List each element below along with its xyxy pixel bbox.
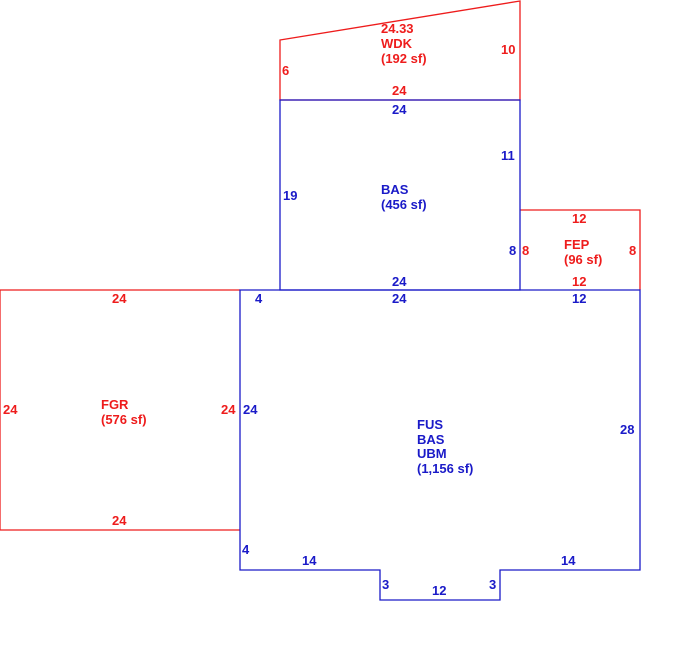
main-code-bas: BAS: [417, 432, 445, 447]
main-notch-left-dimension: 3: [382, 577, 389, 592]
main-area: (1,156 sf): [417, 461, 473, 476]
main-right-dimension: 28: [620, 422, 634, 437]
bas-bottom-dimension: 24: [392, 274, 407, 289]
fgr-area: (576 sf): [101, 412, 147, 427]
main-top-right-dimension: 12: [572, 291, 586, 306]
main-code-fus: FUS: [417, 417, 443, 432]
bas-top-dimension: 24: [392, 102, 407, 117]
bas-area: (456 sf): [381, 197, 427, 212]
bas-right-top-dimension: 11: [501, 148, 515, 163]
main-code-ubm: UBM: [417, 446, 447, 461]
wdk-code: WDK: [381, 36, 413, 51]
main-notch-bottom-dimension: 12: [432, 583, 446, 598]
main-left-low-dimension: 4: [242, 542, 250, 557]
fep-area: (96 sf): [564, 252, 602, 267]
fgr-top-dimension: 24: [112, 291, 127, 306]
fep-bottom-dimension: 12: [572, 274, 586, 289]
fep-outline: [520, 209, 641, 290]
bas-right-low-dimension: 8: [509, 243, 516, 258]
main-top-left-dimension: 4: [255, 291, 263, 306]
bas-left-dimension: 19: [283, 188, 297, 203]
main-bottom-right-dimension: 14: [561, 553, 576, 568]
main-left-dimension: 24: [243, 402, 258, 417]
wdk-left-dimension: 6: [282, 63, 289, 78]
main-outline: [239, 289, 641, 601]
wdk-bottom-dimension: 24: [392, 83, 407, 98]
fgr-left-dimension: 24: [3, 402, 18, 417]
fgr-bottom-dimension: 24: [112, 513, 127, 528]
wdk-top-dimension: 24.33: [381, 21, 414, 36]
fgr-right-dimension: 24: [221, 402, 236, 417]
fep-top-dimension: 12: [572, 211, 586, 226]
fep-left-dimension: 8: [522, 243, 529, 258]
fgr-code: FGR: [101, 397, 129, 412]
main-top-center-dimension: 24: [392, 291, 407, 306]
fep-right-dimension: 8: [629, 243, 636, 258]
main-bottom-left-dimension: 14: [302, 553, 317, 568]
main-notch-right-dimension: 3: [489, 577, 496, 592]
wdk-right-dimension: 10: [501, 42, 515, 57]
wdk-area: (192 sf): [381, 51, 427, 66]
fep-code: FEP: [564, 237, 590, 252]
fgr-outline: [0, 289, 240, 531]
bas-code: BAS: [381, 182, 409, 197]
